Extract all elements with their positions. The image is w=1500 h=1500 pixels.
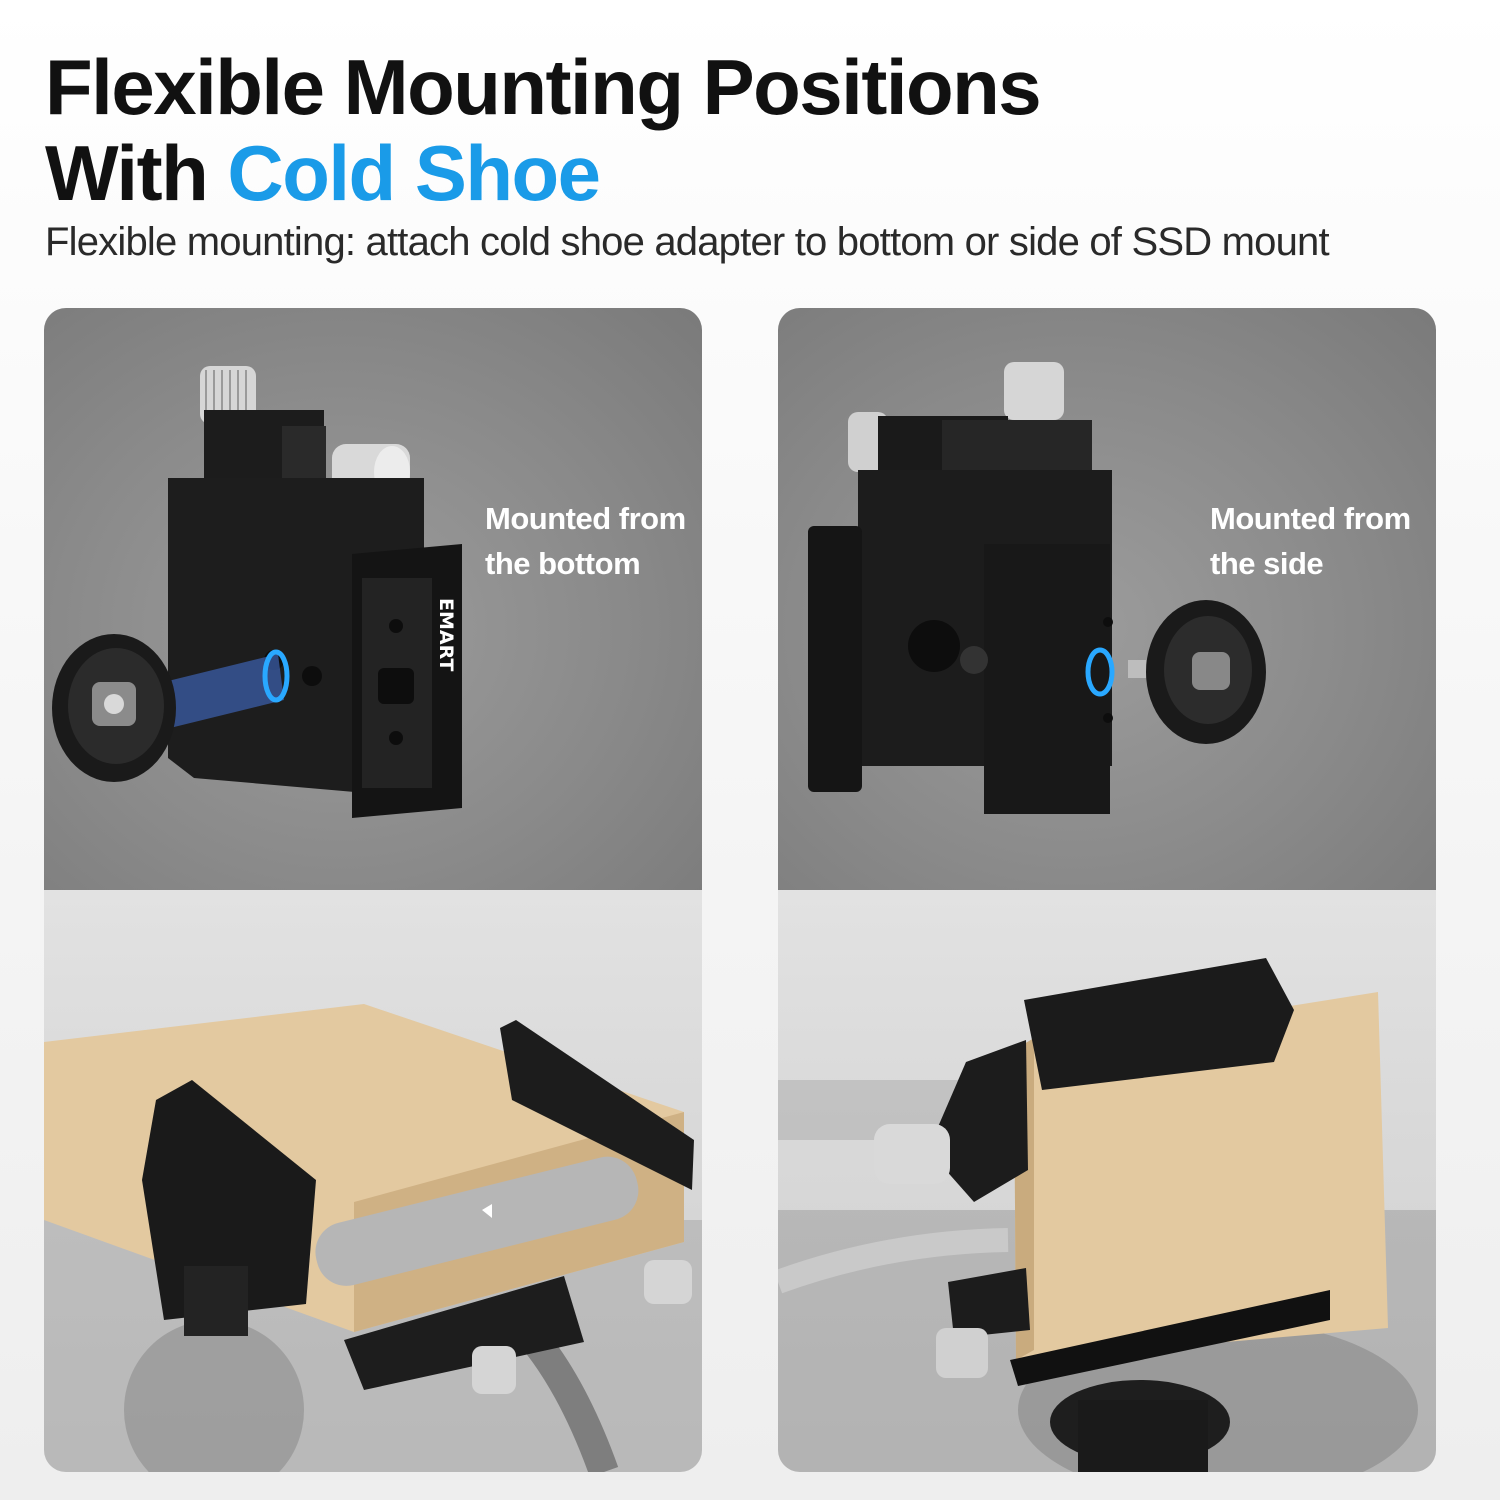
side-mount-caption: Mounted from the side [1210, 496, 1411, 586]
panel-bottom-mount-in-use-photo [44, 890, 702, 1472]
side-mount-caption-line-1: Mounted from [1210, 501, 1411, 536]
headline-accent: Cold Shoe [227, 129, 601, 217]
ssd-side-mounted-illustration [778, 958, 1436, 1472]
subtitle: Flexible mounting: attach cold shoe adap… [45, 220, 1330, 264]
bottom-mount-caption-line-2: the bottom [485, 546, 641, 581]
panel-side-mount-in-use-photo [778, 890, 1436, 1472]
panel-bottom-mount: EMART Mounted from the bottom [44, 308, 702, 1472]
panel-bottom-mount-photo: EMART Mounted from the bottom [44, 308, 702, 890]
bottom-mount-caption: Mounted from the bottom [485, 496, 686, 586]
side-mount-product-illustration [808, 362, 1266, 814]
headline: Flexible Mounting Positions With Cold Sh… [45, 43, 1042, 216]
headline-prefix: With [45, 129, 228, 217]
bottom-mount-caption-line-1: Mounted from [485, 501, 686, 536]
panel-side-mount: Mounted from the side [778, 308, 1436, 1472]
bottom-mount-product-illustration: EMART [52, 366, 462, 818]
emart-logo: EMART [435, 598, 457, 671]
headline-line-1: Flexible Mounting Positions [45, 43, 1042, 131]
ssd-bottom-mounted-illustration [44, 1004, 702, 1472]
headline-line-2: With Cold Shoe [45, 130, 1040, 216]
panel-side-mount-photo: Mounted from the side [778, 308, 1436, 890]
side-mount-caption-line-2: the side [1210, 546, 1324, 581]
